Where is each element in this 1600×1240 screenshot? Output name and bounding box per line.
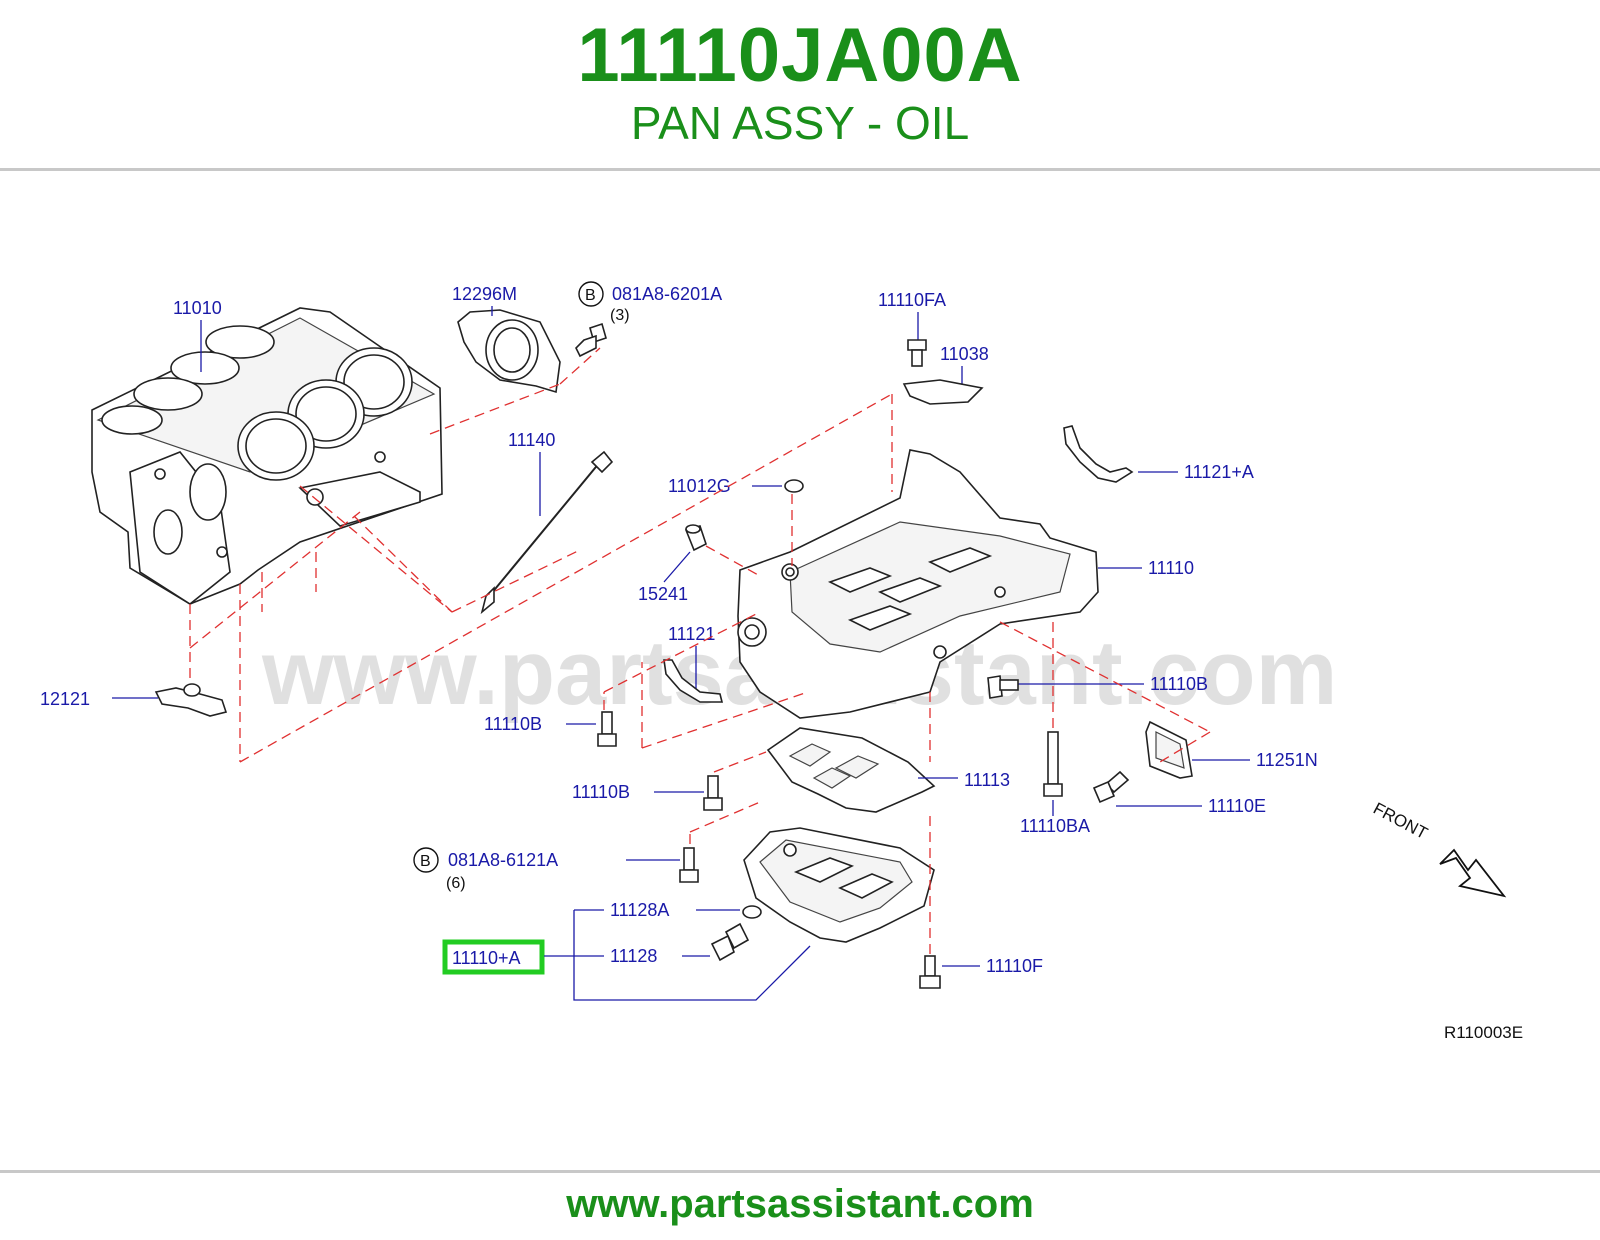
footer-divider (0, 1170, 1600, 1173)
bracket-11038-drawing (902, 379, 984, 405)
front-label: FRONT (1370, 799, 1431, 843)
label-11110f: 11110F (986, 956, 1043, 976)
sensor-12121-drawing (154, 683, 228, 717)
reference-code: R110003E (1444, 1023, 1523, 1042)
seal-retainer-drawing (457, 309, 561, 394)
part-15241-drawing (684, 524, 707, 552)
label-11110: 11110 (1148, 558, 1194, 578)
label-12296m: 12296M (452, 284, 517, 304)
cylinder-block-drawing (91, 307, 443, 605)
label-11128: 11128 (610, 946, 657, 966)
part-name-subtitle: PAN ASSY - OIL (630, 97, 970, 149)
bracket-11121-drawing (663, 659, 724, 703)
upper-oil-pan-drawing (737, 449, 1099, 719)
label-081a8-6201a: 081A8-6201A (612, 284, 722, 304)
bolt-11110b-right-drawing (987, 675, 1019, 699)
highlight-box (442, 939, 545, 975)
header-divider (0, 168, 1600, 171)
stud-bolt-11110ba-drawing (1043, 731, 1063, 797)
label-qty-3: (3) (610, 307, 630, 324)
label-11110a-highlighted[interactable]: 11110+A (452, 948, 521, 968)
dashed-leaders (189, 347, 1211, 954)
label-11128a: 11128A (610, 900, 669, 920)
washer-11128a-drawing (742, 905, 762, 919)
bolt-081a8-6121a-drawing (679, 847, 699, 883)
label-081a8-6121a: 081A8-6121A (448, 850, 558, 870)
parts-diagram-svg: www.partsassistant.com 11010 12296M B 08… (40, 281, 1523, 1042)
label-11110e: 11110E (1208, 796, 1266, 816)
bolt-11110f-drawing (919, 955, 941, 989)
bolt-11110b-lower-drawing (703, 775, 723, 811)
footer-website-link[interactable]: www.partsassistant.com (566, 1182, 1034, 1226)
label-11110b-lower: 11110B (572, 782, 630, 802)
header: 11110JA00A PAN ASSY - OIL (0, 0, 1600, 170)
bolt-11110fa-drawing (907, 339, 927, 367)
label-11110b-right: 11110B (1150, 674, 1208, 694)
bolt-11110b-left-drawing (597, 711, 617, 747)
label-11110ba: 11110BA (1020, 816, 1090, 836)
bracket-11121a-drawing (1063, 425, 1134, 483)
label-11012g: 11012G (668, 476, 731, 496)
oring-11012g-drawing (784, 479, 804, 493)
label-11121: 11121 (668, 624, 715, 644)
label-11110fa: 11110FA (878, 290, 946, 310)
label-11121a: 11121+A (1184, 462, 1254, 482)
label-11113: 11113 (964, 770, 1010, 790)
bolt-symbol-circle-1 (578, 281, 604, 307)
lower-oil-pan-drawing (743, 827, 935, 943)
label-11251n: 11251N (1256, 750, 1318, 770)
dipstick-drawing (480, 450, 614, 615)
label-11038: 11038 (940, 344, 989, 364)
front-arrow-icon (1439, 848, 1507, 898)
label-qty-6: (6) (446, 875, 466, 892)
label-12121: 12121 (40, 689, 90, 709)
label-11010: 11010 (173, 298, 222, 318)
bolt-11110e-drawing (1092, 770, 1130, 804)
bolt-081a8-6201a-drawing (575, 322, 607, 358)
label-15241: 15241 (638, 584, 688, 604)
part-number-title: 11110JA00A (577, 13, 1023, 98)
bolt-symbol-circle-2 (413, 847, 439, 873)
parts-diagram: www.partsassistant.com 11010 12296M B 08… (0, 172, 1600, 1172)
label-11140: 11140 (508, 430, 555, 450)
drain-plug-11128-drawing (710, 922, 750, 962)
bolt-symbol-2: B (420, 853, 431, 870)
label-11110b-left: 11110B (484, 714, 542, 734)
bolt-symbol-1: B (585, 287, 596, 304)
